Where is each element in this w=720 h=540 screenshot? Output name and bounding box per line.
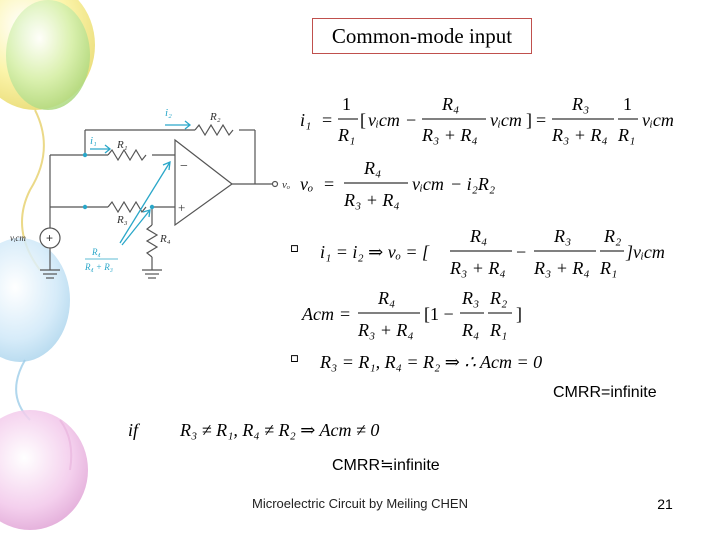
page-number: 21: [657, 496, 673, 512]
eq4-r3r4: R₃ + R₄: [357, 320, 414, 340]
eq2-eq: =: [324, 174, 334, 194]
eq1-eq2: =: [536, 110, 546, 130]
eq4-close: ]: [516, 304, 522, 324]
plus-terminal: +: [178, 200, 185, 215]
eq4-r4b: R₄: [461, 320, 479, 340]
cmrr-result-ideal: CMRR=infinite: [553, 384, 657, 401]
if-word: if: [128, 420, 141, 440]
equation-block: i₁ = 1 R₁ [ vᵢcm − R₄ R₃ + R₄ vᵢcm ] = R…: [290, 94, 674, 372]
difference-amplifier-circuit: i₂ R₂ i₁ R₁ R₃ R₄ vₒ vᵢcm − + R₄ R₄ + R₃…: [10, 107, 290, 279]
eq4-r1: R₁: [489, 320, 507, 340]
balloon-decoration: [0, 0, 95, 530]
i2-label: i₂: [165, 107, 172, 119]
eq1-r3r4-b: R₃ + R₄: [551, 125, 608, 145]
eq3-minus: −: [516, 242, 526, 262]
eq1-one: 1: [342, 94, 351, 114]
eq2-vicm: vᵢcm: [412, 174, 444, 194]
eq5-bullet: ⸋: [290, 352, 299, 372]
eq4-eq: =: [340, 304, 350, 324]
eq4-r4: R₄: [377, 288, 395, 308]
eq1-eq: =: [322, 110, 332, 130]
r3-label: R₃: [116, 214, 128, 226]
eq3-r3: R₃: [553, 226, 571, 246]
eq2-r3r4: R₃ + R₄: [343, 190, 400, 210]
eq3-r3r4-b: R₃ + R₄: [533, 258, 590, 278]
eq3-r2: R₂: [603, 226, 621, 246]
eq1-r1-b: R₁: [617, 125, 635, 145]
eq4-acm: Acm: [301, 304, 334, 324]
eq1-vicm3: vᵢcm: [642, 110, 674, 130]
eq1-i1: i₁: [300, 110, 311, 130]
eq1-one-b: 1: [623, 94, 632, 114]
eq2-r4: R₄: [363, 158, 381, 178]
vicm-label: vᵢcm: [10, 233, 26, 243]
eq4-r2: R₂: [489, 288, 507, 308]
eq4-one-minus: [1 −: [424, 304, 454, 324]
eq2-vo: vₒ: [300, 174, 313, 194]
eq3-end: ]vᵢcm: [625, 242, 665, 262]
mismatch-equation: if R₃ ≠ R₁, R₄ ≠ R₂ ⇒ Acm ≠ 0: [128, 420, 379, 440]
eq3-lhs: i₁ = i₂ ⇒ vₒ = [: [320, 242, 430, 262]
r4-label: R₄: [159, 233, 171, 245]
source-plus: +: [46, 231, 53, 245]
eq1-r4: R₄: [441, 94, 459, 114]
vo-label: vₒ: [282, 179, 290, 191]
eq3-r4: R₄: [469, 226, 487, 246]
eq5: R₃ = R₁, R₄ = R₂ ⇒ ∴ Acm = 0: [319, 352, 542, 372]
slide-title: Common-mode input: [312, 18, 532, 54]
eq3-r1: R₁: [599, 258, 617, 278]
eq3-bullet: ⸋: [290, 242, 299, 262]
cmrr-result-mismatch: CMRR≒infinite: [332, 457, 440, 474]
eq4-r3: R₃: [461, 288, 479, 308]
eq1-r1: R₁: [337, 125, 355, 145]
footer-credit: Microelectric Circuit by Meiling CHEN: [252, 496, 468, 511]
eq1-r3: R₃: [571, 94, 589, 114]
eq1-r3r4: R₃ + R₄: [421, 125, 478, 145]
eq1-minus: −: [406, 110, 416, 130]
divider-den: R₄ + R₃: [84, 262, 113, 272]
eq3-r3r4: R₃ + R₄: [449, 258, 506, 278]
eq1-bracket-open: [: [360, 110, 366, 130]
if-eq: R₃ ≠ R₁, R₄ ≠ R₂ ⇒ Acm ≠ 0: [179, 420, 379, 440]
eq1-vicm: vᵢcm: [368, 110, 400, 130]
r2-label: R₂: [209, 111, 221, 123]
eq1-vicm2: vᵢcm: [490, 110, 522, 130]
minus-terminal: −: [180, 159, 188, 174]
i1-label: i₁: [90, 135, 97, 147]
eq2-i2r2: − i₂R₂: [450, 174, 495, 194]
divider-num: R₄: [91, 247, 101, 257]
eq1-bracket-close: ]: [526, 110, 532, 130]
r1-label: R₁: [116, 139, 128, 151]
